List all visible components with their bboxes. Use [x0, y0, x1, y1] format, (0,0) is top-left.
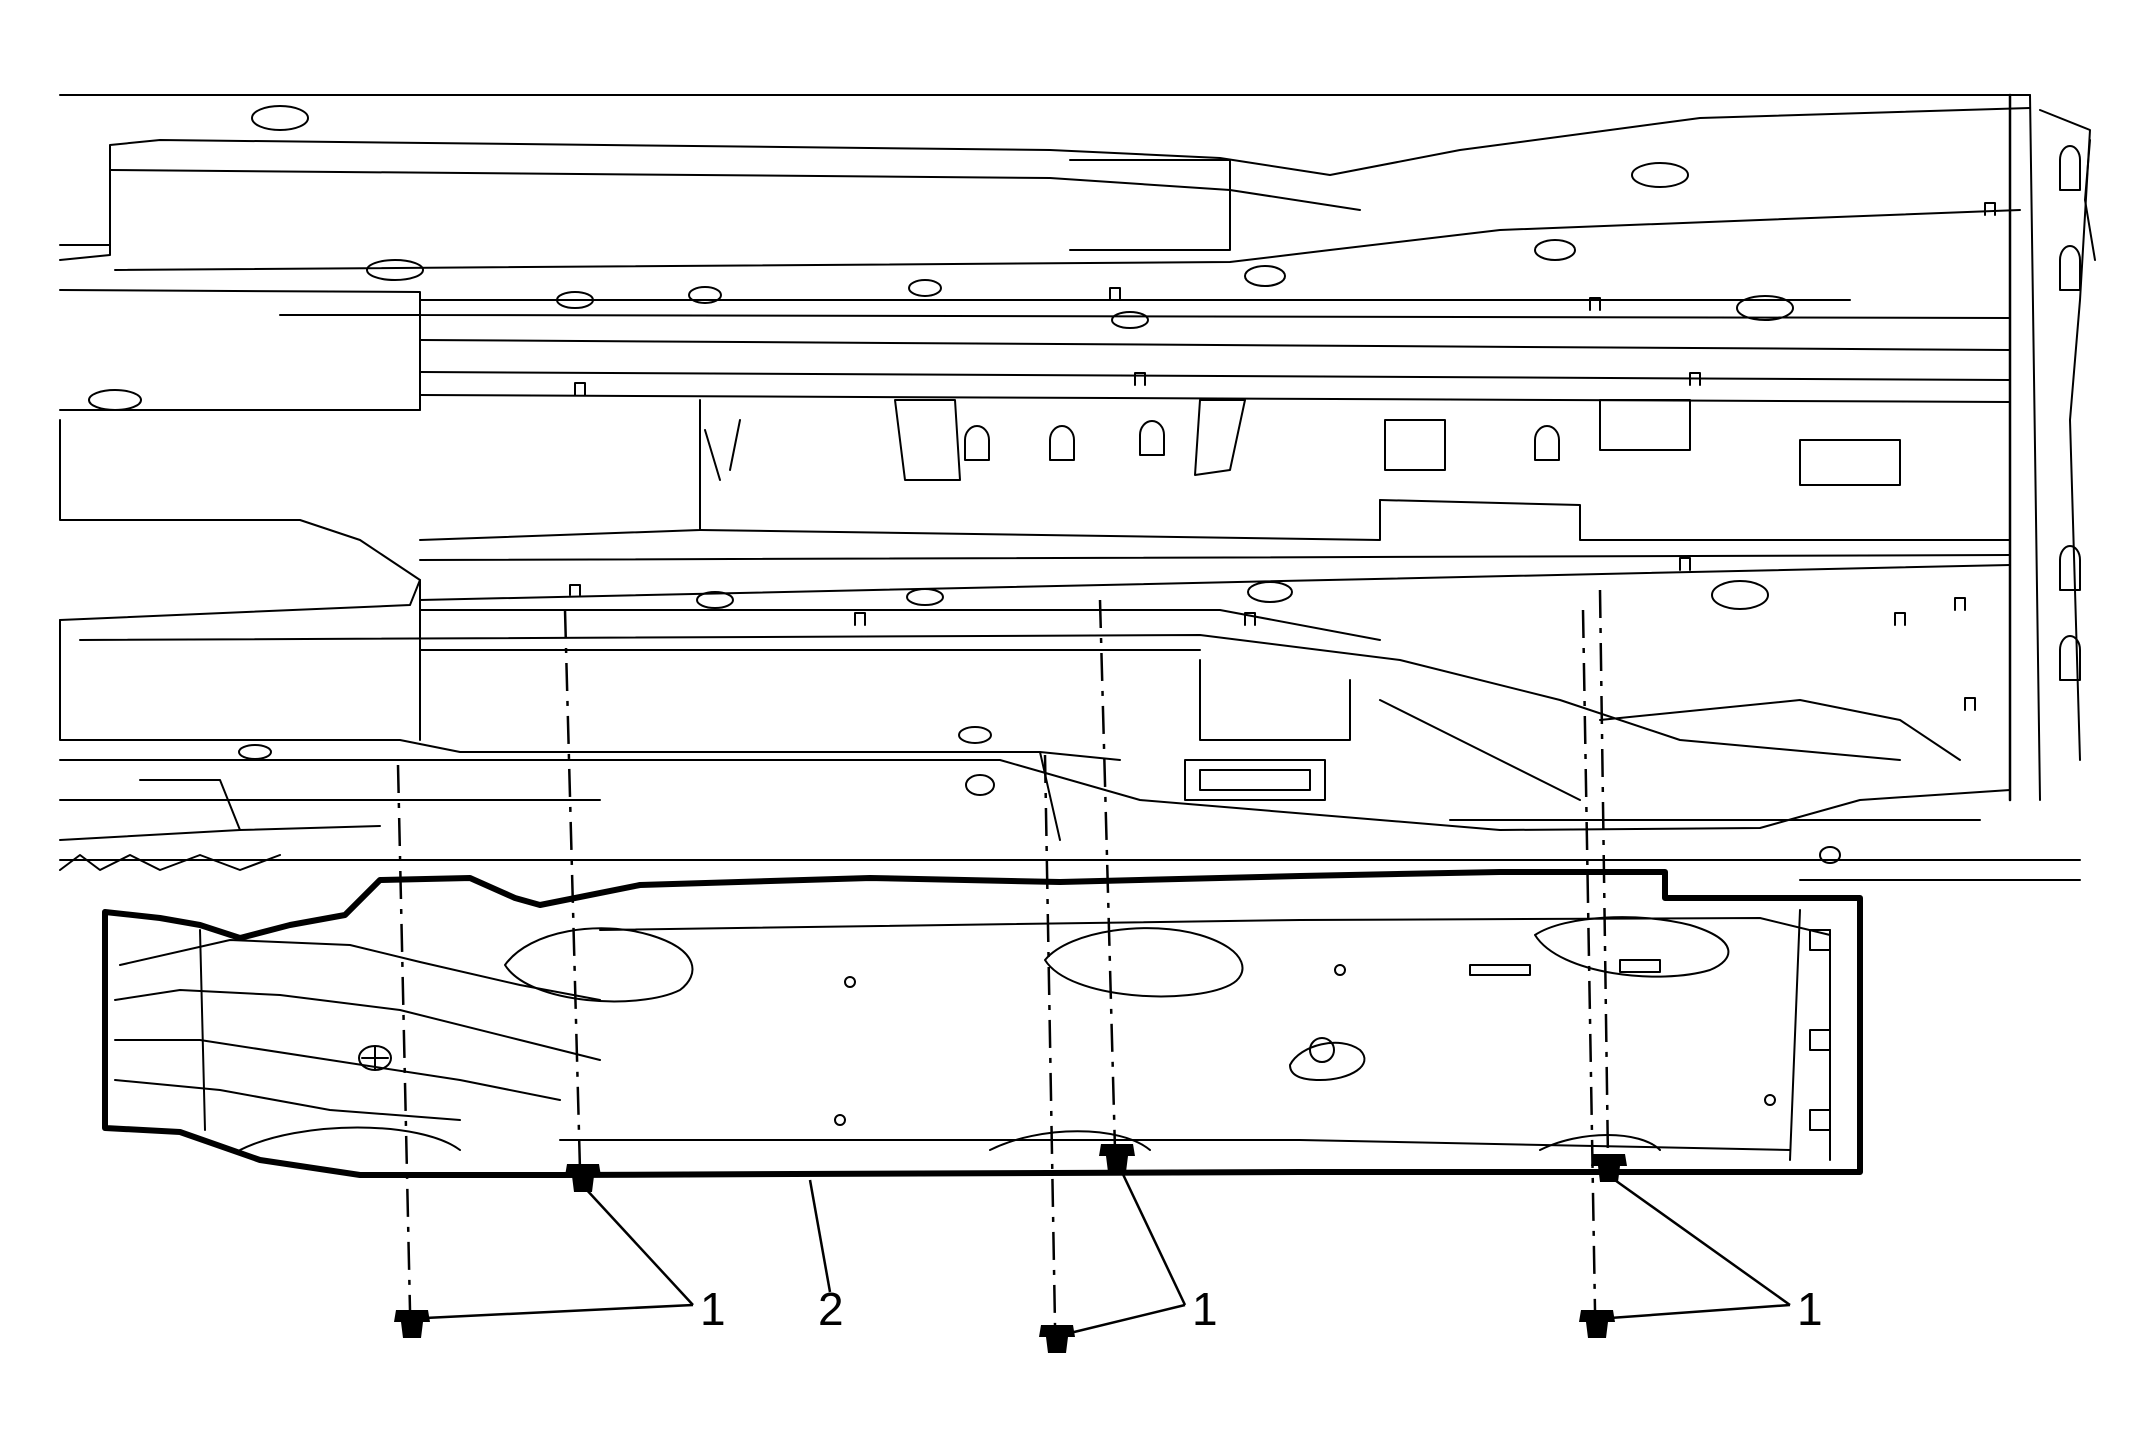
- fastener-icon: [565, 1164, 601, 1192]
- fasteners: [394, 1144, 1627, 1353]
- access-holes: [88, 105, 1841, 864]
- fastener-icon: [1591, 1154, 1627, 1182]
- underbody-shield-panel: [102, 869, 1863, 1178]
- vehicle-underbody: [59, 93, 2096, 881]
- fastener-icon: [1579, 1310, 1615, 1338]
- callout-fastener-1: 1: [700, 1283, 726, 1335]
- callout-fastener-2: 1: [1192, 1283, 1218, 1335]
- leader-lines: [424, 1167, 1791, 1335]
- alignment-lines: [396, 589, 1610, 1326]
- callout-fastener-3: 1: [1797, 1283, 1823, 1335]
- fastener-icon: [1099, 1144, 1135, 1172]
- fastener-icon: [394, 1310, 430, 1338]
- callout-panel-2: 2: [818, 1283, 844, 1335]
- fastener-icon: [1039, 1325, 1075, 1353]
- callout-labels: 1 2 1 1: [700, 1283, 1823, 1335]
- studs: [569, 202, 1996, 711]
